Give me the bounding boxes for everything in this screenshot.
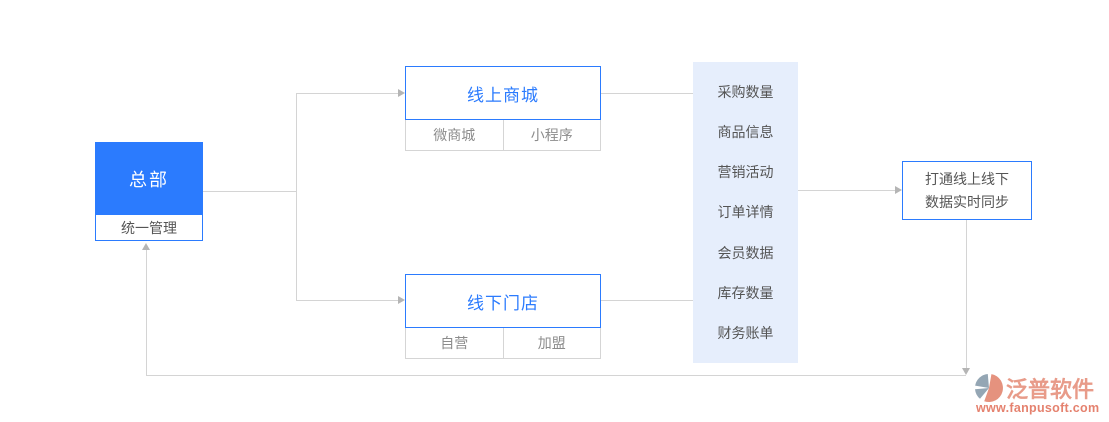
offline-store-title: 线下门店 — [467, 293, 539, 313]
panel-item-inventory: 库存数量 — [717, 284, 774, 301]
arrowhead-into-offline — [398, 296, 405, 304]
hq-subtitle-box: 统一管理 — [95, 214, 203, 241]
arrowhead-into-result — [895, 186, 902, 194]
panel-item-order-detail: 订单详情 — [717, 204, 774, 221]
connector-feedback-bottom — [146, 375, 966, 376]
connector-branch-to-offline — [296, 300, 398, 301]
brand-url: www.fanpusoft.com — [976, 401, 1100, 415]
connector-offline-to-panel — [601, 300, 693, 301]
brand-watermark: 泛普软件 www.fanpusoft.com — [974, 372, 1108, 415]
offline-sub-self-operated: 自营 — [440, 335, 469, 351]
panel-item-procurement: 采购数量 — [717, 84, 774, 100]
panel-item-marketing: 营销活动 — [717, 164, 774, 181]
hq-subtitle: 统一管理 — [121, 219, 177, 236]
panel-item-member-data: 会员数据 — [717, 244, 774, 261]
data-panel: 采购数量 商品信息 营销活动 订单详情 会员数据 库存数量 财务账单 — [693, 62, 798, 363]
arrowhead-result-down — [962, 368, 970, 375]
connector-branch-vertical — [296, 93, 297, 301]
offline-sub-franchise: 加盟 — [502, 328, 601, 358]
online-sub-mini-program: 小程序 — [502, 120, 601, 150]
arrowhead-into-hq — [142, 243, 150, 250]
panel-item-product-info: 商品信息 — [717, 124, 774, 141]
online-mall-box: 线上商城 — [405, 66, 601, 120]
offline-store-box: 线下门店 — [405, 274, 601, 328]
online-sub-micro-mall: 微商城 — [433, 127, 476, 143]
connector-panel-to-result — [798, 190, 895, 191]
hq-box: 总部 — [95, 142, 203, 215]
connector-online-to-panel — [601, 93, 693, 94]
fanpu-logo-icon — [975, 374, 1003, 403]
offline-store-subrow: 自营 加盟 — [405, 328, 601, 359]
connector-hq-to-branch — [203, 191, 296, 192]
result-box: 打通线上线下 数据实时同步 — [902, 161, 1032, 220]
online-mall-title: 线上商城 — [467, 85, 539, 105]
result-line2: 数据实时同步 — [925, 193, 1009, 210]
panel-item-finance-bill: 财务账单 — [717, 324, 774, 341]
connector-feedback-up — [146, 250, 147, 375]
brand-name: 泛普软件 — [1006, 377, 1095, 402]
hq-title: 总部 — [129, 169, 169, 190]
connector-result-down — [966, 220, 967, 368]
brand-row: 泛普软件 — [974, 372, 1108, 404]
arrowhead-into-online — [398, 89, 405, 97]
connector-branch-to-online — [296, 93, 398, 94]
online-mall-subrow: 微商城 小程序 — [405, 120, 601, 151]
result-line1: 打通线上线下 — [925, 170, 1009, 187]
